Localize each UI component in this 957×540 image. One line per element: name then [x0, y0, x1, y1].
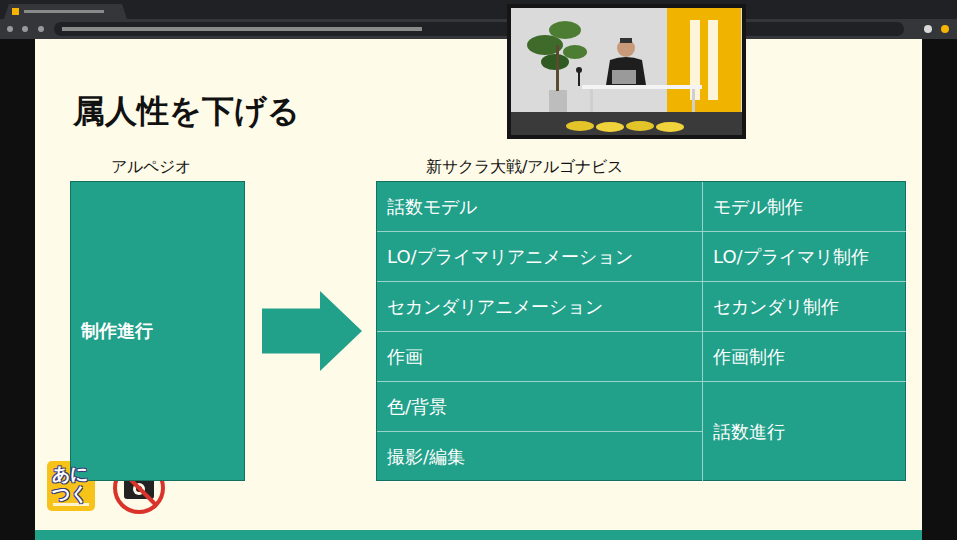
- logo-text: つく: [52, 485, 88, 503]
- slide-page: [35, 39, 922, 540]
- slide-title: 属人性を下げる: [73, 92, 300, 130]
- box-label: LO/プライマリアニメーション: [387, 246, 633, 268]
- box-label: 制作進行: [71, 320, 153, 342]
- table-cell: 色/背景: [377, 382, 703, 432]
- table-cell: 話数進行: [703, 382, 907, 482]
- footer-bar: [35, 530, 922, 540]
- role-table: 新サクラ大戦/アルゴナビス話数モデルモデル制作LO/プライマリアニメーションLO…: [376, 181, 906, 481]
- logo-text: あに: [52, 465, 88, 483]
- box-label: モデル制作: [713, 196, 803, 218]
- logo-badge: [47, 461, 95, 511]
- video-inset: [507, 4, 746, 139]
- box-label: セカンダリ制作: [713, 296, 839, 318]
- browser-tab: [4, 4, 127, 19]
- table-cell: 話数モデル: [377, 182, 703, 232]
- favicon: [12, 8, 19, 15]
- role-box: アルペジオ制作進行: [70, 181, 245, 481]
- address-bar: [0, 19, 957, 39]
- table-cell: LO/プライマリアニメーション: [377, 232, 703, 282]
- nav-icon: [22, 26, 28, 32]
- table-cell: LO/プライマリ制作: [703, 232, 907, 282]
- box-label: セカンダリアニメーション: [387, 296, 603, 318]
- box-label: 撮影/編集: [387, 446, 465, 468]
- nav-icon: [38, 26, 44, 32]
- toolbar-icon: [924, 25, 932, 33]
- box-label: 色/背景: [387, 396, 447, 418]
- tab-bar: [0, 0, 957, 19]
- logo-underline: [53, 503, 89, 506]
- table-cell: セカンダリ制作: [703, 282, 907, 332]
- profile-icon: [941, 25, 949, 33]
- box-label: LO/プライマリ制作: [713, 246, 869, 268]
- box-label: 話数モデル: [387, 196, 477, 218]
- table-cell: 撮影/編集: [377, 432, 703, 482]
- table-cell: 作画制作: [703, 332, 907, 382]
- block-arrow: [262, 291, 362, 371]
- nav-icon: [7, 26, 13, 32]
- group-heading: アルペジオ: [111, 157, 191, 176]
- box-label: 話数進行: [713, 421, 785, 443]
- table-cell: モデル制作: [703, 182, 907, 232]
- group-heading: 新サクラ大戦/アルゴナビス: [426, 157, 623, 176]
- table-cell: セカンダリアニメーション: [377, 282, 703, 332]
- tab-title-bar: [24, 10, 104, 13]
- table-cell: 作画: [377, 332, 703, 382]
- url-field: [54, 22, 904, 36]
- box-label: 作画: [387, 346, 423, 368]
- box-label: 作画制作: [713, 346, 785, 368]
- url-placeholder: [62, 27, 422, 31]
